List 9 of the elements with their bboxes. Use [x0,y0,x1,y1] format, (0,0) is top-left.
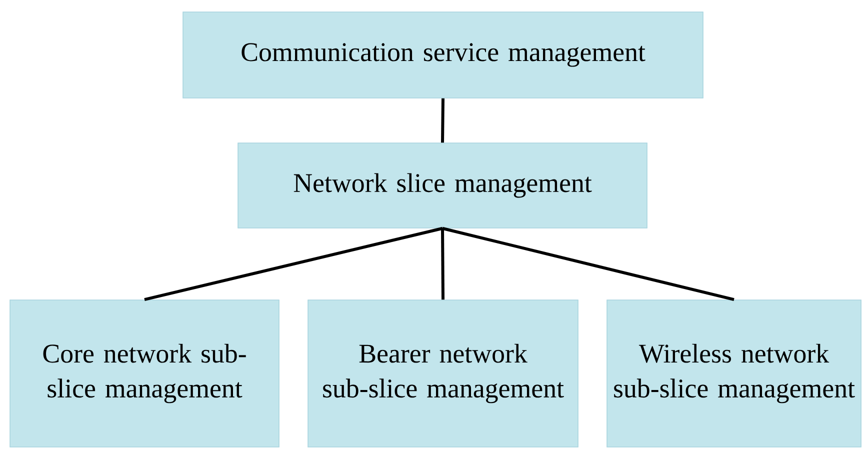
management-box: Bearer network sub-slice management [308,300,578,448]
connector-line [442,226,734,302]
connector-line [144,226,443,302]
management-box: Core network sub-slice management [10,300,280,448]
connector-line [441,98,444,143]
connector-line [441,228,444,300]
management-box: Wireless network sub-slice management [606,300,862,448]
management-box: Communication service management [182,12,704,98]
management-box: Network slice management [238,142,648,228]
